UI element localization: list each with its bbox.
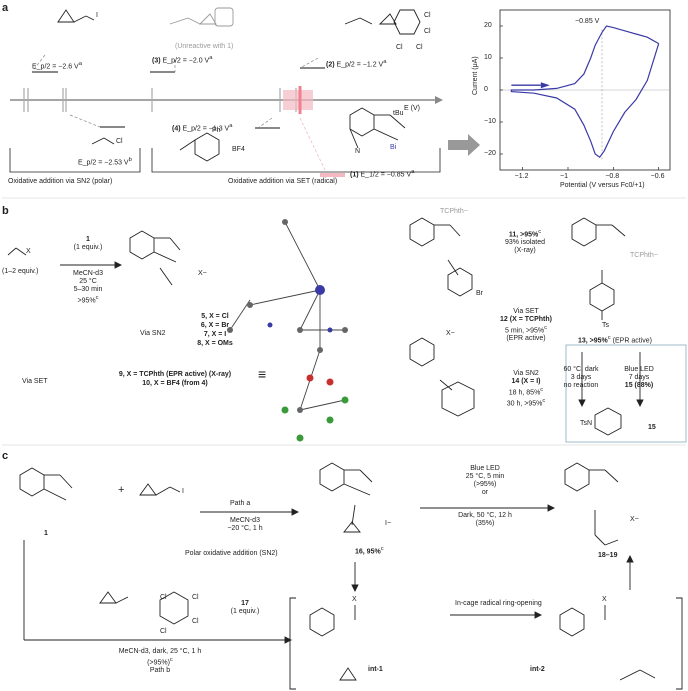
bracket-set-label: Oxidative addition via SET (radical) — [228, 178, 338, 185]
cmpd2-potential: (2) E_p/2 = −1.2 Va — [326, 59, 387, 69]
via-set-label: Via SET — [22, 378, 48, 385]
top-arrow-conditions-b: Dark, 50 °C, 12 h(35%) — [458, 512, 512, 527]
cv-xtick-label: −0.6 — [650, 173, 665, 180]
cmpd15-label: 15 — [648, 424, 656, 431]
cp-iodide-potential: E_p/2 = −2.6 Va — [32, 61, 82, 71]
cv-chart — [499, 9, 671, 171]
ts-label: Ts — [602, 322, 609, 329]
cl-atom: Cl — [396, 44, 403, 51]
substrate-x: X — [26, 248, 31, 255]
cmpd13-label: 13, >95%c (EPR active) — [578, 335, 652, 345]
x-label-int2: X — [602, 596, 607, 603]
reagent-1: 1(1 equiv.) — [73, 236, 103, 251]
equivalence-sign: ≡ — [258, 366, 267, 382]
x-anion-product: X− — [630, 516, 639, 523]
tbu-label: tBu — [393, 110, 404, 117]
cv-scan-arrowhead — [540, 82, 550, 89]
tcphth-anion-13: TCPhth− — [630, 252, 658, 259]
cage-label: In-cage radical ring-opening — [455, 600, 542, 607]
iodide-anion-16: I− — [385, 520, 392, 527]
panel-label-c: c — [2, 450, 9, 462]
bf4-counterion: BF4 — [232, 146, 245, 153]
cv-xtick-label: −1.2 — [514, 173, 529, 180]
product-list-set: 9, X = TCPhth (EPR active) (X-ray)10, X … — [118, 371, 232, 387]
cv-xtick-label: −1 — [560, 173, 568, 180]
cv-xlabel: Potential (V versus Fc0/+1) — [560, 182, 645, 189]
x-anion-14: X− — [446, 330, 455, 337]
bracket-sn2-label: Oxidative addition via SN2 (polar) — [8, 178, 113, 185]
cv-ytick-label: −10 — [484, 118, 496, 125]
benzyl-cl-potential: E_p/2 = −2.53 Vb — [78, 157, 132, 167]
cl-atom: Cl — [424, 12, 431, 19]
path-a-conditions: MeCN-d3−20 °C, 1 h — [227, 517, 263, 532]
cv-ytick-label: −20 — [484, 150, 496, 157]
cv-annotation: −0.85 V — [575, 18, 600, 25]
cl-atom-c: Cl — [160, 594, 167, 601]
path-a-label: Path a — [230, 500, 251, 507]
cv-ytick-label: 10 — [484, 54, 492, 61]
n-atom: N — [355, 148, 361, 155]
cv-ytick-label: 20 — [484, 22, 492, 29]
int1-label: int-1 — [368, 666, 383, 673]
cl-atom-c: Cl — [192, 594, 199, 601]
cmpd17-label: 17(1 equiv.) — [230, 600, 260, 615]
cv-xtick-label: −0.8 — [605, 173, 620, 180]
iodide-atom-c: I — [182, 488, 184, 495]
bi-atom: Bi — [390, 144, 397, 151]
transfer-arrow — [448, 134, 480, 156]
benzyl-cl-atom: Cl — [116, 138, 123, 145]
polar-note: Polar oxidative addition (SN2) — [185, 550, 278, 557]
br-atom: Br — [476, 290, 483, 297]
tcphth-anion-11: TCPhth− — [440, 208, 468, 215]
ph-label: Ph — [212, 127, 221, 134]
cmpd3-potential: (3) E_p/2 = −2.0 Va — [152, 55, 213, 65]
cmpd1-potential: (1) E_1/2 = −0.85 Va — [350, 169, 415, 179]
unreactive-note: (Unreactive with 1) — [175, 43, 234, 50]
cmpd1-label-c: 1 — [44, 530, 48, 537]
cp-iodide-atom: I — [96, 12, 98, 19]
tsn-label: TsN — [580, 420, 593, 427]
cl-atom-c: Cl — [160, 628, 167, 635]
substrate-equiv: (1–2 equiv.) — [2, 268, 39, 275]
product-18-19: 18–19 — [598, 552, 618, 559]
panel-label-a: a — [2, 2, 9, 14]
cv-ytick-label: 0 — [484, 86, 488, 93]
cmpd16-label: 16, 95%c — [355, 546, 384, 556]
cl-atom-c: Cl — [192, 618, 199, 625]
cv-series-line — [510, 25, 660, 159]
panel-label-b: b — [2, 205, 9, 217]
int2-label: int-2 — [530, 666, 545, 673]
cmpd4-potential: (4) E_p/2 = −1.3 Va — [172, 123, 233, 133]
via-sn2-label: Via SN2 — [140, 330, 166, 337]
x-anion: X− — [198, 270, 207, 277]
cl-atom: Cl — [416, 44, 423, 51]
axis-e-label: E (V) — [404, 105, 420, 112]
x-label-int1: X — [352, 596, 357, 603]
cl-atom: Cl — [424, 28, 431, 35]
plus-sign: + — [118, 484, 125, 496]
